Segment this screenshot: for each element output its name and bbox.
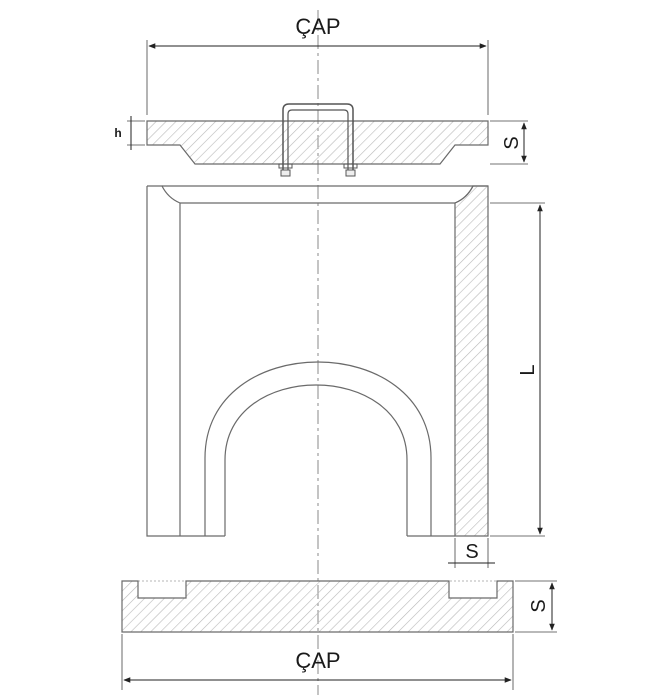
bottom-diameter-label: ÇAP [295,648,340,673]
body-length-dimension: L [490,202,545,537]
wall-thickness-dimension: S [448,538,495,568]
base-thickness-dimension: S [515,580,557,633]
manhole-lid [146,103,489,177]
manhole-body [146,185,489,537]
top-diameter-dimension: ÇAP [146,14,489,115]
manhole-base [121,580,514,633]
top-diameter-label: ÇAP [295,14,340,39]
body-length-label: L [517,364,539,375]
lid-h-dimension: h [114,116,145,150]
lid-lifting-handle [278,103,358,177]
pipe-arch-opening [204,361,432,537]
lid-thickness-dimension: S [490,120,528,165]
lid-section [146,120,489,165]
base-section [121,580,514,633]
bottom-diameter-dimension: ÇAP [121,634,514,690]
base-thickness-label: S [528,599,550,612]
body-wall-section [454,185,489,537]
wall-thickness-label: S [465,541,478,563]
lid-thickness-label: S [501,136,523,149]
lid-h-label: h [114,126,121,140]
